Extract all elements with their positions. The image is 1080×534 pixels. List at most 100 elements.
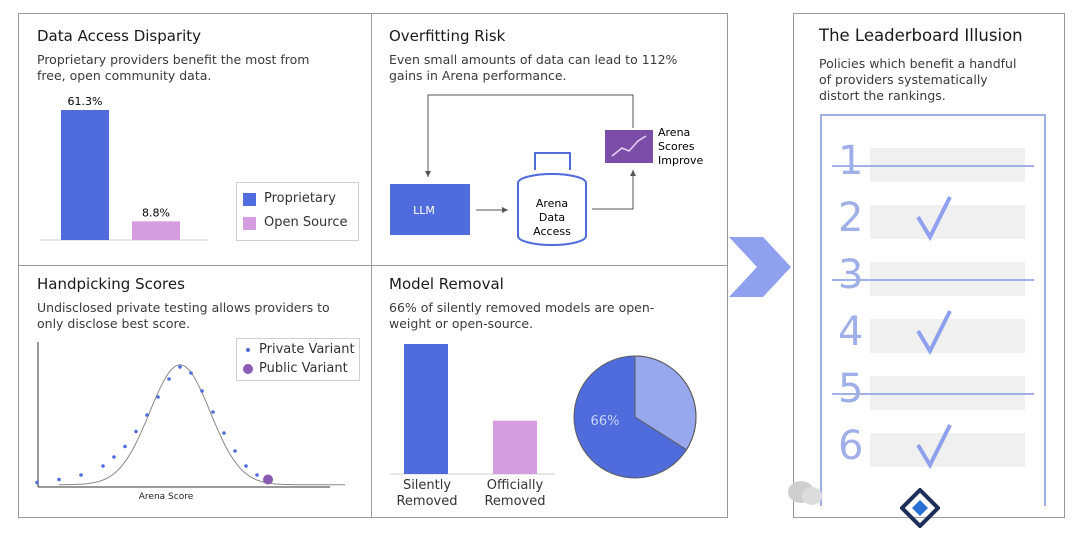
private-variant-point: [35, 480, 39, 485]
legend-swatch-proprietary: [243, 193, 256, 206]
improve-label-1: Arena: [658, 126, 690, 139]
private-variant-point: [156, 395, 160, 399]
bar-officially-removed: [493, 420, 537, 474]
pie-label: 66%: [591, 414, 620, 429]
strikethrough-line: [832, 393, 1034, 395]
pie-slice-open: [574, 356, 687, 478]
rank-number: 1: [838, 138, 864, 184]
legend-dot-public: [243, 364, 253, 374]
logo-icon: [900, 488, 940, 528]
chevron-arrow-icon: [729, 237, 791, 297]
handpick-legend: [236, 338, 360, 381]
llm-box: [390, 184, 470, 235]
llm-label: LLM: [413, 204, 435, 217]
value-label-proprietary: 61.3%: [68, 95, 103, 108]
category-label-officially-2: Removed: [484, 494, 545, 509]
private-variant-point: [167, 377, 171, 381]
leaderboard-desc-3: distort the rankings.: [819, 88, 946, 103]
rank-row-bar: [870, 319, 1025, 353]
private-variant-point: [211, 410, 215, 414]
handpick-title: Handpicking Scores: [37, 275, 185, 293]
bell-x-label: Arena Score: [139, 492, 194, 502]
horizontal-divider: [18, 265, 727, 266]
legend-public: Public Variant: [259, 361, 348, 376]
private-variant-point: [112, 455, 116, 459]
private-variant-point: [178, 365, 182, 369]
rank-number: 4: [838, 309, 864, 355]
checkmark-icon: [916, 310, 952, 355]
category-label-silently-1: Silently: [403, 478, 451, 493]
private-variant-point: [123, 444, 127, 449]
strikethrough-line: [832, 279, 1034, 281]
improve-label-2: Scores: [658, 140, 695, 153]
improve-chart-icon: [605, 130, 653, 163]
db-to-improve-arrow: [592, 170, 636, 210]
access-legend: [236, 182, 359, 241]
bar-proprietary: [61, 110, 109, 240]
checkmark-icon: [916, 424, 952, 469]
category-label-silently-2: Removed: [396, 494, 457, 509]
feedback-arrow: [425, 94, 634, 177]
private-variant-point: [200, 389, 204, 393]
legend-open-source: Open Source: [264, 215, 348, 230]
clipboard-list: [820, 114, 1046, 506]
private-variant-point: [101, 464, 105, 468]
leaderboard-desc-1: Policies which benefit a handful: [819, 56, 1017, 71]
private-variant-point: [189, 371, 193, 375]
db-label-2: Data: [539, 211, 565, 224]
private-variant-point: [134, 429, 138, 434]
legend-private: Private Variant: [259, 342, 355, 357]
strikethrough-line: [832, 165, 1034, 167]
db-label-1: Arena: [536, 197, 568, 210]
leaderboard-desc-2: of providers systematically: [819, 72, 988, 87]
overfit-desc-2: gains in Arena performance.: [389, 68, 567, 83]
rank-row-bar: [870, 205, 1025, 239]
legend-swatch-open-source: [243, 217, 256, 230]
rank-number: 3: [838, 252, 864, 298]
private-variant-point: [233, 449, 237, 453]
overfit-diagram: LLM Arena Data Access Arena Scores Impro…: [390, 94, 703, 246]
pie-outline: [573, 355, 697, 479]
db-body: [517, 183, 587, 246]
handpick-bell-chart: Arena Score: [35, 342, 345, 502]
private-variant-point: [57, 477, 61, 482]
removal-desc-2: weight or open-source.: [389, 316, 534, 331]
chat-bubble-icon: [788, 481, 822, 505]
private-variant-point: [244, 464, 248, 468]
removal-bar-chart: Silently Removed Officially Removed: [390, 344, 555, 509]
rank-number: 5: [838, 366, 864, 412]
vertical-divider: [371, 13, 372, 517]
db-label-3: Access: [533, 225, 571, 238]
access-desc-1: Proprietary providers benefit the most f…: [37, 52, 310, 67]
rank-number: 2: [838, 195, 864, 241]
category-label-officially-1: Officially: [487, 478, 544, 493]
bar-silently-removed: [404, 344, 448, 474]
rank-number: 6: [838, 423, 864, 469]
access-title: Data Access Disparity: [37, 27, 202, 45]
access-desc-2: free, open community data.: [37, 68, 212, 83]
bar-open-source: [132, 221, 180, 240]
legend-proprietary: Proprietary: [264, 191, 336, 206]
private-variant-point: [255, 473, 259, 477]
watermark-text: [785, 478, 825, 508]
removal-desc-1: 66% of silently removed models are open-: [389, 300, 655, 315]
legend-dot-private: [246, 348, 250, 352]
public-variant-point: [263, 474, 273, 485]
improve-trend-line: [611, 135, 647, 157]
improve-label-3: Improve: [658, 154, 703, 167]
overfit-desc-1: Even small amounts of data can lead to 1…: [389, 52, 678, 67]
handpick-desc-1: Undisclosed private testing allows provi…: [37, 300, 330, 315]
handpick-desc-2: only disclose best score.: [37, 316, 191, 331]
leaderboard-title: The Leaderboard Illusion: [819, 26, 1023, 45]
value-label-open-source: 8.8%: [142, 206, 170, 219]
private-variant-point: [79, 473, 83, 477]
access-bar-chart: 61.3% 8.8%: [40, 95, 208, 241]
removal-title: Model Removal: [389, 275, 504, 293]
overfit-title: Overfitting Risk: [389, 27, 506, 45]
rank-row-bar: [870, 433, 1025, 467]
db-top-cap: [534, 152, 571, 170]
private-variant-point: [145, 413, 149, 417]
removal-pie-chart: 66%: [573, 355, 697, 479]
private-variant-point: [222, 431, 226, 435]
checkmark-icon: [916, 196, 952, 241]
